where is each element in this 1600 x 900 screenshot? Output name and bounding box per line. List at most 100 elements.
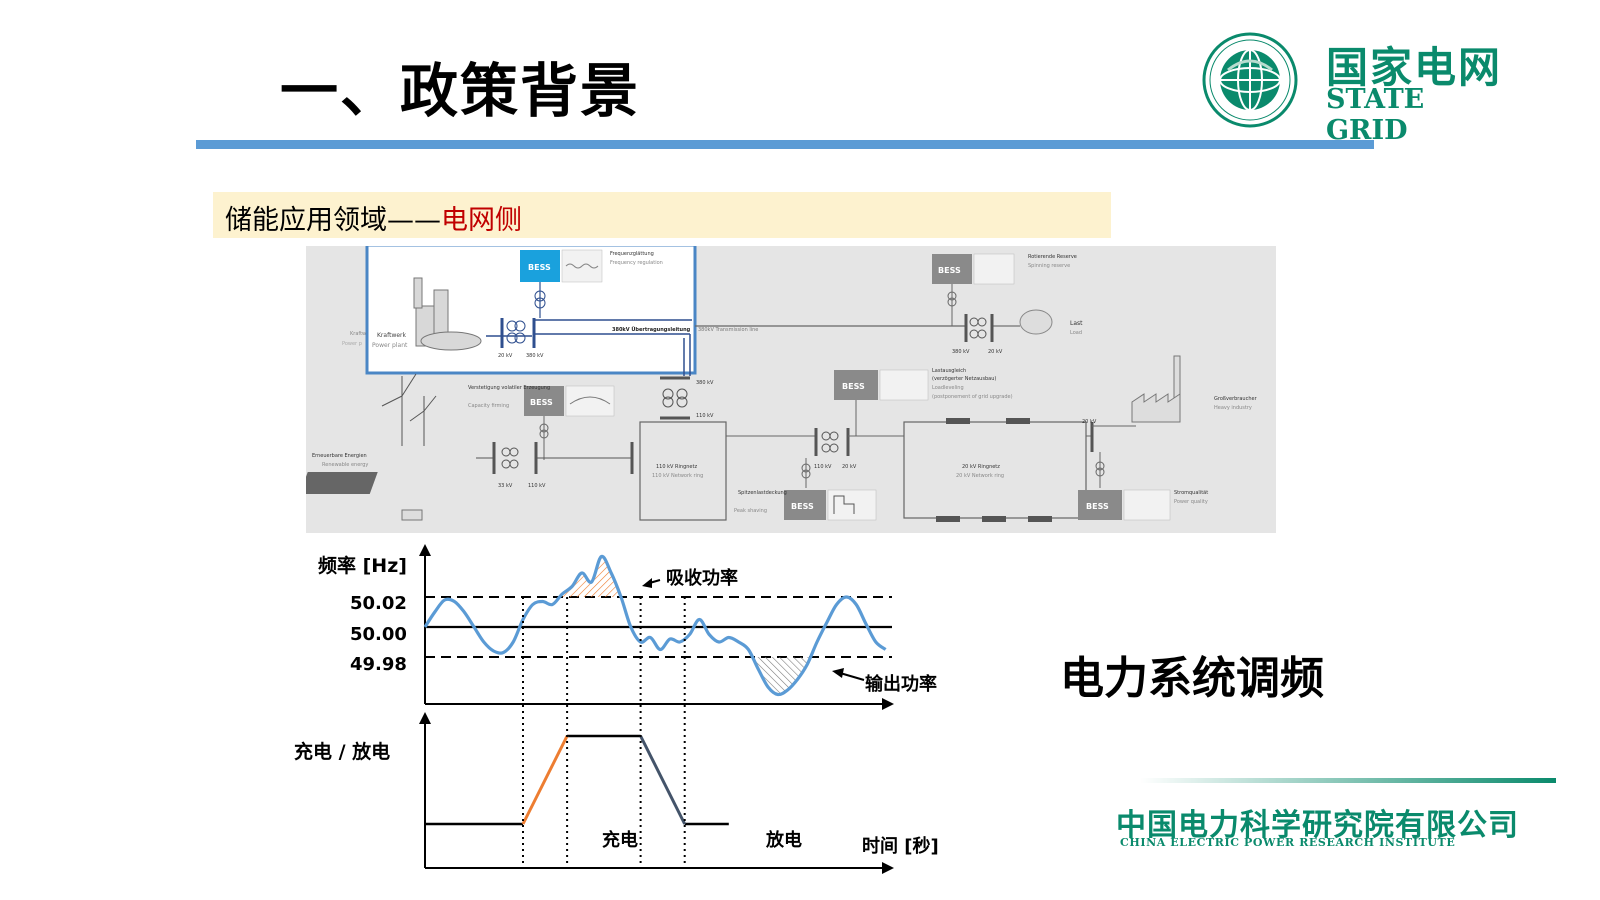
plant-label-de: Kraftwerk bbox=[377, 332, 407, 339]
plant-label-en: Power plant bbox=[372, 342, 408, 349]
soc-y-arrow bbox=[419, 712, 431, 724]
plant-label-en-cut: Power p bbox=[342, 341, 362, 347]
load-v20: 20 kV bbox=[988, 349, 1003, 355]
renewable-label-en: Renewable energy bbox=[322, 462, 368, 468]
soc-axis-label: 充电 / 放电 bbox=[294, 740, 390, 763]
renewable-v33: 33 kV bbox=[498, 483, 513, 489]
spinning-label-en: Spinning reserve bbox=[1028, 263, 1070, 269]
bess-peak-label: BESS bbox=[791, 502, 814, 511]
output-power-label: 输出功率 bbox=[865, 673, 937, 695]
solar-panel-icon bbox=[299, 472, 378, 494]
logo-name-en: STATE GRID bbox=[1326, 84, 1425, 146]
leveling-label-en2: (postponement of grid upgrade) bbox=[932, 394, 1013, 400]
output-arrow-icon bbox=[832, 668, 844, 678]
bess-quality-label: BESS bbox=[1086, 502, 1109, 511]
quality-label-en: Power quality bbox=[1174, 499, 1208, 505]
frequency-regulation-chart: 频率 [Hz] 50.02 50.00 49.98 吸收功率 输出功率 充电 /… bbox=[294, 544, 939, 874]
renewable-label-de: Erneuerbare Energien bbox=[312, 453, 367, 459]
transmission-label-en: 380kV Transmission line bbox=[698, 327, 758, 333]
power-plant-icon bbox=[413, 277, 482, 351]
industry-label-de: Großverbraucher bbox=[1214, 396, 1258, 402]
load-motor-icon bbox=[1019, 309, 1053, 335]
load-label-de: Last bbox=[1070, 320, 1083, 327]
ytick-label: 50.00 bbox=[350, 624, 407, 645]
spinning-label-de: Rotierende Reserve bbox=[1028, 254, 1077, 260]
bess-block-leveling bbox=[834, 370, 878, 400]
cepri-logo-bar bbox=[1140, 778, 1556, 783]
industry-label-en: Heavy industry bbox=[1214, 405, 1252, 411]
soc-discharge-line bbox=[639, 735, 687, 825]
ring-20kv bbox=[903, 421, 1087, 519]
absorb-power-label: 吸收功率 bbox=[666, 567, 738, 589]
wind-turbine-icon bbox=[381, 373, 437, 446]
soc-idle-line bbox=[425, 734, 729, 826]
grid-diagram-svg: Kraftwerk Power plant Kraftw Power p BES… bbox=[299, 243, 1258, 522]
cepri-logo: 中国电力科学研究院有限公司 CHINA ELECTRIC POWER RESEA… bbox=[1080, 778, 1556, 858]
state-grid-logo: 国家电网 STATE GRID bbox=[1200, 30, 1510, 146]
soc-x-arrow bbox=[882, 862, 894, 874]
absorb-arrow-icon bbox=[642, 578, 652, 588]
phase-markers bbox=[522, 597, 686, 868]
v380-label: 380 kV bbox=[526, 353, 544, 359]
time-axis-label: 时间 [秒] bbox=[862, 835, 939, 857]
ytick-label: 49.98 bbox=[350, 654, 407, 675]
bess-spinning-label: BESS bbox=[938, 266, 961, 275]
bess-block-peak bbox=[784, 490, 826, 520]
bess-capacity-label: BESS bbox=[530, 398, 553, 407]
title-divider bbox=[196, 140, 1374, 149]
grid-storage-diagram: Kraftwerk Power plant Kraftw Power p BES… bbox=[299, 243, 1276, 533]
cepri-logo-text-en: CHINA ELECTRIC POWER RESEARCH INSTITUTE bbox=[1120, 836, 1456, 849]
ring-110kv bbox=[639, 421, 727, 521]
capacity-label-de: Verstetigung volatiler Erzeugung bbox=[468, 385, 550, 391]
quality-label-de: Stromqualität bbox=[1174, 490, 1208, 496]
globe-icon bbox=[1202, 32, 1298, 128]
bess-leveling-label: BESS bbox=[842, 382, 865, 391]
peak-label-de: Spitzenlastdeckung bbox=[738, 490, 787, 496]
ytick-label: 50.02 bbox=[350, 593, 407, 614]
leveling-label-de1: Lastausgleich bbox=[932, 368, 966, 374]
load-v380: 380 kV bbox=[952, 349, 970, 355]
ring20-label-de: 20 kV Ringnetz bbox=[962, 464, 1000, 470]
sub-v380: 380 kV bbox=[696, 380, 714, 386]
ring110-label-en: 110 kV Network ring bbox=[652, 473, 703, 479]
industry-v20: 20 kV bbox=[1082, 419, 1097, 425]
peak-v110: 110 kV bbox=[814, 464, 832, 470]
cepri-logo-text: 中国电力科学研究院有限公司 bbox=[1116, 808, 1519, 843]
section-heading-prefix: 储能应用领域—— bbox=[225, 205, 441, 236]
section-heading-box: 储能应用领域——电网侧 bbox=[213, 192, 1111, 238]
frequency-label-en: Frequency regulation bbox=[610, 260, 663, 266]
capacity-label-en: Capacity firming bbox=[468, 403, 509, 409]
leveling-label-en1: Loadleveling bbox=[932, 385, 964, 391]
peak-v20: 20 kV bbox=[842, 464, 857, 470]
freq-y-arrow bbox=[419, 544, 431, 556]
bess-frequency-label: BESS bbox=[528, 263, 551, 272]
discharge-label: 放电 bbox=[765, 829, 802, 851]
load-label-en: Load bbox=[1070, 330, 1082, 336]
freq-x-arrow bbox=[882, 698, 894, 710]
ring110-label-de: 110 kV Ringnetz bbox=[656, 464, 697, 470]
renewable-v110: 110 kV bbox=[528, 483, 546, 489]
bess-block-capacity bbox=[524, 386, 564, 416]
v20-label: 20 kV bbox=[498, 353, 513, 359]
ring20-label-en: 20 kV Network ring bbox=[956, 473, 1004, 479]
section-heading: 储能应用领域——电网侧 bbox=[225, 198, 522, 237]
plant-label-de-cut: Kraftw bbox=[350, 331, 366, 337]
section-heading-highlight: 电网侧 bbox=[441, 205, 522, 236]
logo-name-cn: 国家电网 bbox=[1326, 43, 1503, 92]
output-power-area bbox=[425, 657, 886, 695]
frequency-series-line bbox=[423, 554, 887, 697]
bess-block-spinning bbox=[932, 254, 972, 284]
freq-axis-label: 频率 [Hz] bbox=[318, 554, 407, 577]
absorb-power-area bbox=[425, 556, 886, 597]
peak-label-en: Peak shaving bbox=[734, 508, 767, 514]
bess-block-frequency bbox=[520, 250, 560, 282]
transmission-label-de: 380kV Übertragungsleitung bbox=[612, 326, 691, 333]
charge-label: 充电 bbox=[602, 829, 638, 851]
bess-block-quality bbox=[1078, 490, 1122, 520]
factory-icon bbox=[1131, 355, 1181, 423]
frequency-regulation-title: 电力系统调频 bbox=[1060, 653, 1324, 704]
frequency-label-de: Frequenzglättung bbox=[610, 251, 654, 257]
page-title: 一、政策背景 bbox=[280, 57, 641, 125]
sub-v110: 110 kV bbox=[696, 413, 714, 419]
leveling-label-de2: (verzögerter Netzausbau) bbox=[932, 376, 996, 382]
